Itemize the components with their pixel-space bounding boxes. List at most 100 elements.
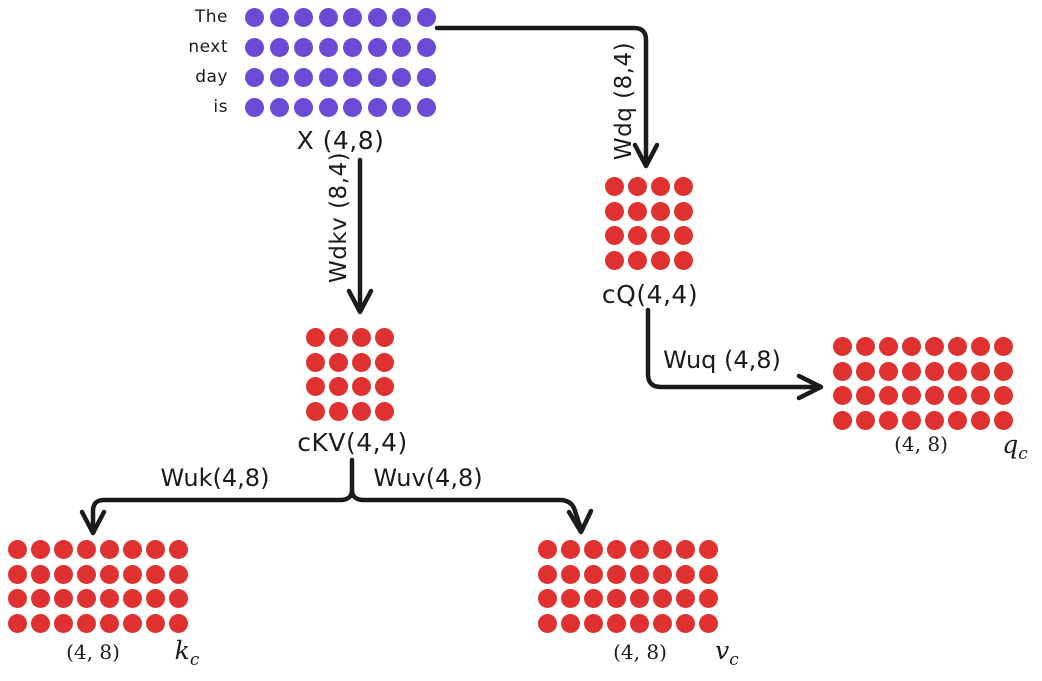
- matrix-dot: [375, 377, 394, 396]
- matrix-dot: [674, 201, 693, 221]
- matrix-dot: [294, 38, 313, 57]
- matrix-dot: [306, 401, 325, 421]
- matrix-dot: [653, 613, 672, 633]
- matrix-dot: [538, 589, 557, 608]
- matrix-dot: [269, 8, 289, 27]
- x-matrix: [245, 8, 436, 117]
- matrix-dot: [561, 540, 580, 559]
- token-label-the: The: [194, 7, 228, 27]
- matrix-dot: [329, 328, 348, 347]
- matrix-dot: [605, 201, 624, 221]
- matrix-dot: [392, 68, 411, 87]
- matrix-dot: [54, 540, 73, 559]
- matrix-dot: [146, 564, 165, 584]
- matrix-dot: [416, 38, 436, 57]
- ckv-matrix: [306, 328, 394, 421]
- matrix-dot: [367, 38, 387, 57]
- vc-matrix: [538, 540, 718, 633]
- matrix-dot: [628, 226, 647, 245]
- matrix-dot: [630, 540, 649, 559]
- matrix-dot: [329, 401, 348, 421]
- matrix-dot: [584, 613, 603, 633]
- matrix-dot: [833, 337, 852, 356]
- matrix-dot: [269, 38, 289, 57]
- matrix-dot: [584, 540, 603, 559]
- matrix-dot: [169, 613, 188, 633]
- matrix-dot: [343, 68, 362, 87]
- matrix-dot: [879, 337, 898, 356]
- matrix-dot: [902, 361, 921, 381]
- matrix-dot: [856, 337, 875, 356]
- matrix-dot: [561, 564, 580, 584]
- matrix-dot: [971, 361, 990, 381]
- matrix-dot: [628, 250, 647, 270]
- qc-name-letter: q: [1002, 430, 1019, 459]
- matrix-dot: [630, 589, 649, 608]
- arrow-wuq: [645, 307, 821, 390]
- matrix-dot: [343, 38, 362, 57]
- matrix-dot: [651, 226, 670, 245]
- matrix-dot: [674, 250, 693, 270]
- matrix-dot: [100, 564, 119, 584]
- matrix-dot: [676, 613, 695, 633]
- matrix-dot: [318, 98, 338, 117]
- matrix-dot: [605, 177, 624, 196]
- arrowhead-wdq: [632, 142, 660, 169]
- wdkv-arrow-label: Wdkv (8,4): [326, 151, 352, 283]
- matrix-dot: [416, 98, 436, 117]
- matrix-dot: [948, 410, 967, 430]
- wuq-arrow-label: Wuq (4,8): [663, 346, 781, 374]
- matrix-dot: [676, 589, 695, 608]
- wuv-arrow-label: Wuv(4,8): [373, 464, 483, 492]
- matrix-dot: [856, 386, 875, 405]
- qc-name-sub: c: [1018, 444, 1028, 464]
- matrix-dot: [699, 540, 718, 559]
- matrix-dot: [77, 540, 96, 559]
- wdq-arrow-label: Wdq (8,4): [611, 41, 637, 161]
- matrix-dot: [948, 361, 967, 381]
- matrix-dot: [8, 540, 27, 559]
- qc-matrix: [833, 337, 1013, 430]
- matrix-dot: [605, 250, 624, 270]
- matrix-dot: [674, 177, 693, 196]
- vc-name-sub: c: [729, 650, 739, 670]
- kc-dim-label: (4, 8): [66, 640, 120, 664]
- matrix-dot: [651, 201, 670, 221]
- matrix-dot: [306, 377, 325, 396]
- kc-name-letter: k: [174, 636, 190, 665]
- matrix-dot: [77, 589, 96, 608]
- matrix-dot: [561, 589, 580, 608]
- matrix-dot: [54, 564, 73, 584]
- qc-name-label: qc: [985, 430, 1042, 463]
- matrix-dot: [925, 337, 944, 356]
- matrix-dot: [269, 98, 289, 117]
- matrix-dot: [169, 589, 188, 608]
- arrowhead-wuk: [79, 509, 107, 536]
- matrix-dot: [77, 564, 96, 584]
- matrix-dot: [100, 540, 119, 559]
- token-label-is: is: [213, 97, 228, 117]
- matrix-dot: [674, 226, 693, 245]
- matrix-dot: [971, 410, 990, 430]
- matrix-dot: [245, 98, 264, 117]
- kc-matrix: [8, 540, 188, 633]
- matrix-dot: [245, 8, 264, 27]
- matrix-dot: [653, 540, 672, 559]
- matrix-dot: [8, 589, 27, 608]
- kc-name-label: kc: [157, 636, 217, 669]
- matrix-dot: [653, 589, 672, 608]
- kc-name-sub: c: [189, 650, 200, 670]
- matrix-dot: [123, 540, 142, 559]
- matrix-dot: [245, 38, 264, 57]
- matrix-dot: [879, 410, 898, 430]
- matrix-dot: [343, 8, 362, 27]
- matrix-dot: [367, 8, 387, 27]
- wuk-arrow-label: Wuk(4,8): [160, 464, 270, 492]
- matrix-dot: [948, 337, 967, 356]
- token-label-next: next: [188, 37, 228, 57]
- matrix-dot: [538, 564, 557, 584]
- matrix-dot: [833, 361, 852, 381]
- matrix-dot: [925, 386, 944, 405]
- matrix-dot: [245, 68, 264, 87]
- matrix-dot: [584, 589, 603, 608]
